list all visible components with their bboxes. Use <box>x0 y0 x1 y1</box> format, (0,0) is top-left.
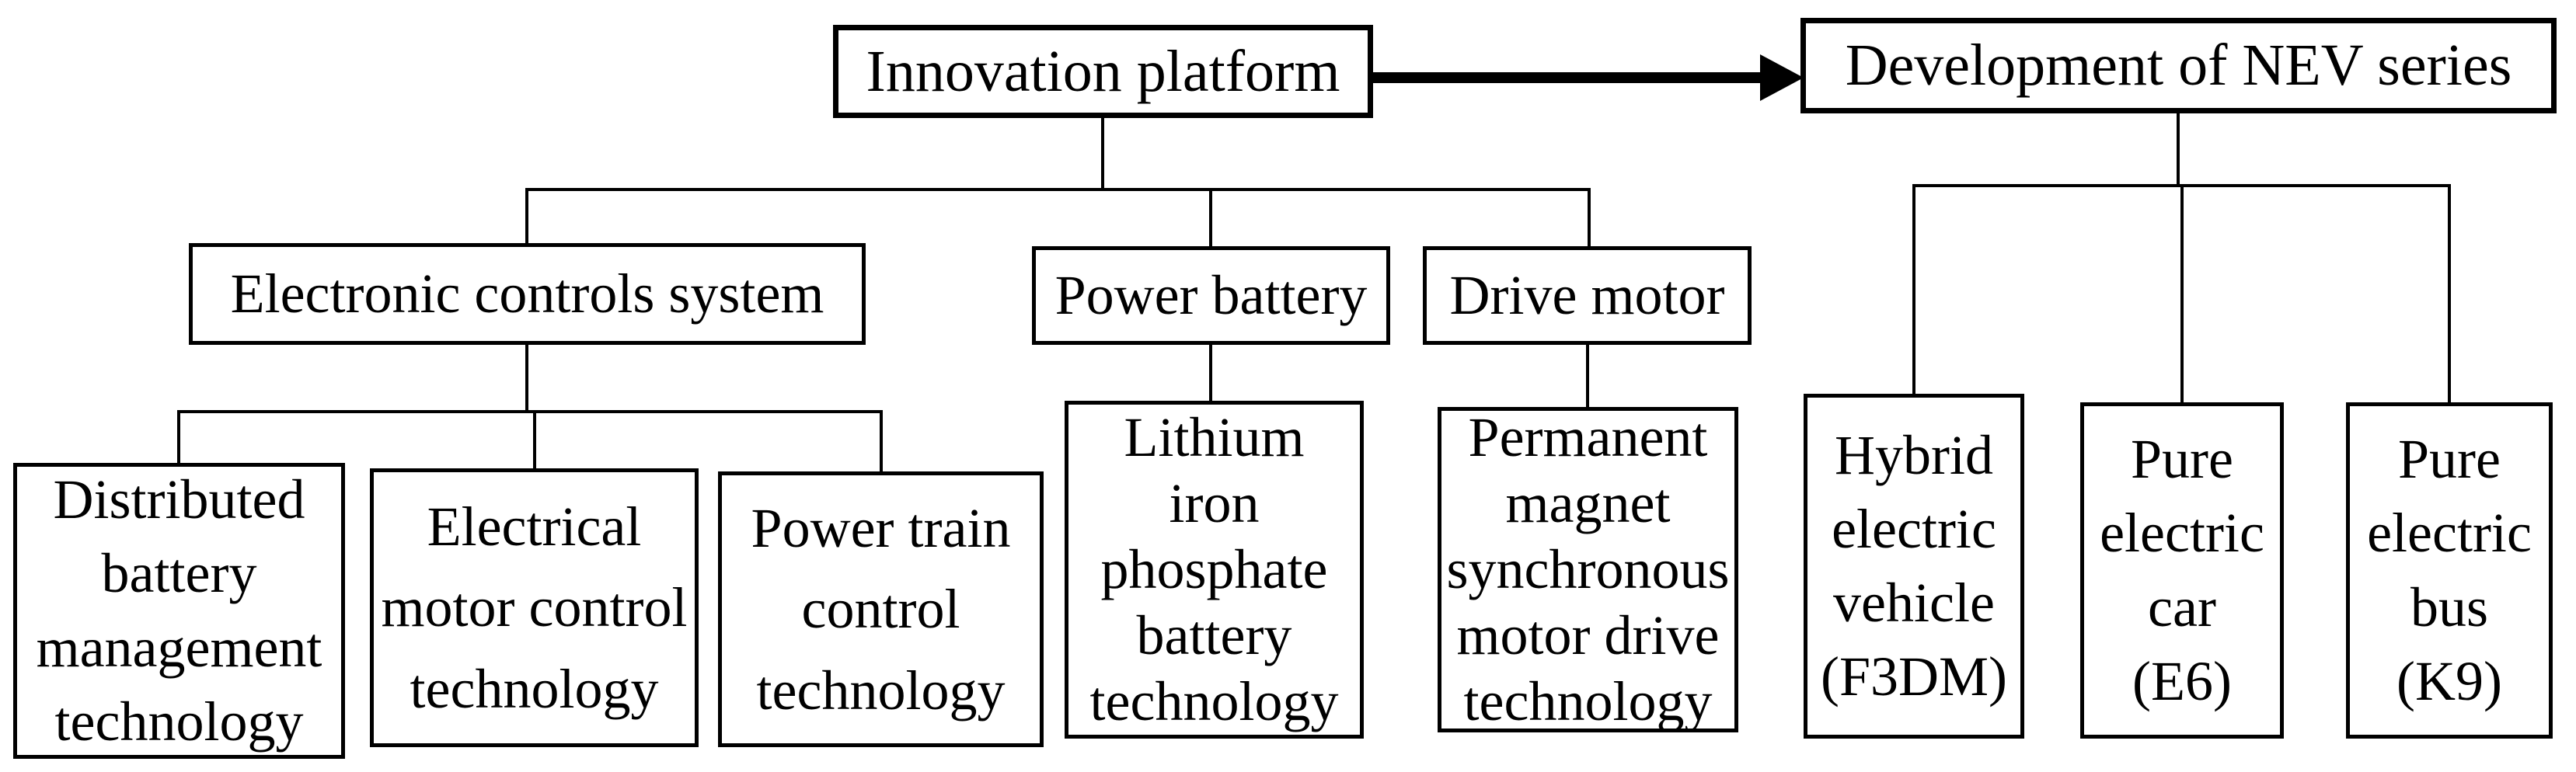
node-drive-motor: Drive motor <box>1423 246 1752 345</box>
connector-innovation-bar <box>525 188 1591 191</box>
connector-power-battery-drop <box>1209 188 1212 246</box>
node-permanent-magnet-synchronous-motor-drive-technology: Permanent magnet synchronous motor drive… <box>1438 406 1738 732</box>
connector-permanent-stem <box>1586 345 1589 407</box>
node-lithium-iron-phosphate-battery-technology: Lithium iron phosphate battery technolog… <box>1065 401 1364 739</box>
connector-distributed-drop <box>177 410 180 463</box>
node-electronic-controls-system: Electronic controls system <box>189 243 866 345</box>
connector-drive-motor-drop <box>1588 188 1591 246</box>
node-development-of-nev-series: Development of NEV series <box>1800 18 2557 113</box>
node-pure-electric-car-e6: Pure electric car (E6) <box>2080 402 2284 739</box>
connector-power-train-drop <box>880 410 883 471</box>
connector-ecs-drop <box>525 188 528 243</box>
connector-electrical-drop <box>533 410 536 468</box>
node-pure-electric-bus-k9: Pure electric bus (K9) <box>2346 402 2553 739</box>
node-hybrid-electric-vehicle-f3dm: Hybrid electric vehicle (F3DM) <box>1804 394 2024 739</box>
connector-ecs-stem <box>525 345 528 410</box>
connector-lithium-stem <box>1209 345 1212 401</box>
connector-nev-stem <box>2177 113 2180 184</box>
node-innovation-platform: Innovation platform <box>833 25 1373 118</box>
connector-ecs-bar <box>177 410 883 413</box>
connector-innovation-stem <box>1101 118 1104 188</box>
connector-hybrid-drop <box>1912 184 1915 394</box>
node-power-train-control-technology: Power train control technology <box>718 471 1044 747</box>
flow-arrow-shaft <box>1372 72 1772 83</box>
node-electrical-motor-control-technology: Electrical motor control technology <box>370 468 699 747</box>
arrow-right-icon <box>1760 54 1804 101</box>
connector-pure-car-drop <box>2180 184 2184 402</box>
connector-pure-bus-drop <box>2448 184 2451 402</box>
node-power-battery: Power battery <box>1032 246 1390 345</box>
node-distributed-battery-management-technology: Distributed battery management technolog… <box>13 463 345 759</box>
